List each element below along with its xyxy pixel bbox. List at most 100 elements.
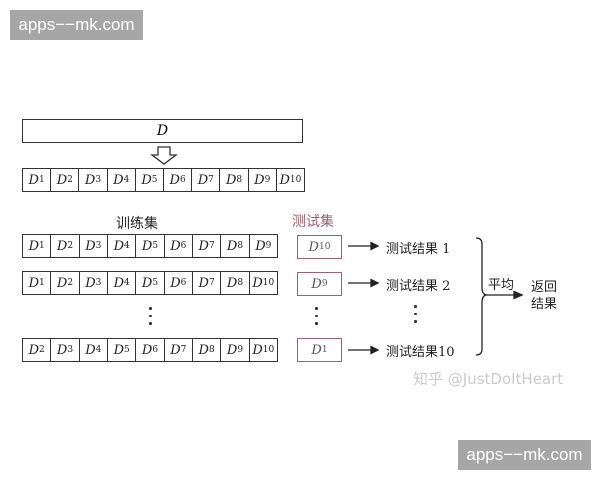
fold-index: 5 — [152, 241, 159, 251]
watermark-top: apps−−mk.com — [10, 10, 143, 40]
fold-index: 10 — [289, 175, 302, 185]
test-fold-index: 1 — [321, 345, 328, 355]
train-label: 训练集 — [116, 216, 158, 232]
ellipsis-test — [315, 307, 318, 330]
fold-index: 2 — [67, 175, 73, 185]
split-arrow-icon — [150, 146, 178, 165]
fold-index: 6 — [179, 175, 186, 185]
fold-index: 4 — [95, 345, 102, 355]
fold-index: 8 — [237, 278, 244, 288]
fold-index: 4 — [123, 175, 130, 185]
fold-index: 3 — [95, 175, 102, 185]
fold-index: 8 — [208, 345, 215, 355]
return-label-1: 返回 — [531, 280, 558, 295]
fold-index: 1 — [39, 241, 45, 251]
fold-index: 3 — [67, 345, 74, 355]
return-label-2: 结果 — [531, 297, 558, 312]
fold-index: 5 — [124, 345, 130, 355]
fold-index: 3 — [95, 278, 102, 288]
fold-index: 4 — [124, 278, 130, 288]
fold-index: 2 — [67, 278, 74, 288]
fold-index: 8 — [236, 175, 243, 185]
fold-index: 8 — [237, 241, 244, 251]
average-label: 平均 — [488, 278, 515, 293]
bracket — [475, 237, 487, 356]
fold-index: 3 — [95, 241, 102, 251]
result-2: 测试结果 2 — [386, 279, 451, 294]
fold-index: 5 — [151, 175, 158, 185]
fold-index: 2 — [67, 241, 74, 251]
fold-index: 7 — [208, 278, 215, 288]
fold-index: 1 — [39, 278, 45, 288]
credit-watermark: 知乎 @JustDoItHeart — [413, 370, 564, 388]
fold-index: 4 — [124, 241, 130, 251]
test-fold-index: 10 — [318, 242, 331, 252]
result-1: 测试结果 1 — [386, 242, 451, 257]
fold-index: 10 — [262, 345, 275, 355]
watermark-bottom: apps−−mk.com — [458, 440, 591, 470]
fold-index: 7 — [208, 241, 215, 251]
test-fold-index: 9 — [321, 279, 328, 289]
test-label: 测试集 — [292, 214, 334, 230]
fold-index: 1 — [38, 175, 45, 185]
fold-index: 7 — [208, 175, 214, 185]
fold-index: 6 — [180, 278, 187, 288]
fold-index: 10 — [262, 278, 275, 288]
fold-index: 5 — [152, 278, 159, 288]
ellipsis-train — [149, 307, 152, 330]
fold-index: 2 — [39, 345, 45, 355]
fold-index: 9 — [265, 241, 272, 251]
fold-index: 9 — [237, 345, 244, 355]
ellipsis-results — [414, 305, 417, 328]
fold-index: 6 — [180, 241, 187, 251]
fold-index: 7 — [180, 345, 187, 355]
fold-index: 9 — [264, 175, 271, 185]
dataset-bar: D — [22, 119, 303, 143]
